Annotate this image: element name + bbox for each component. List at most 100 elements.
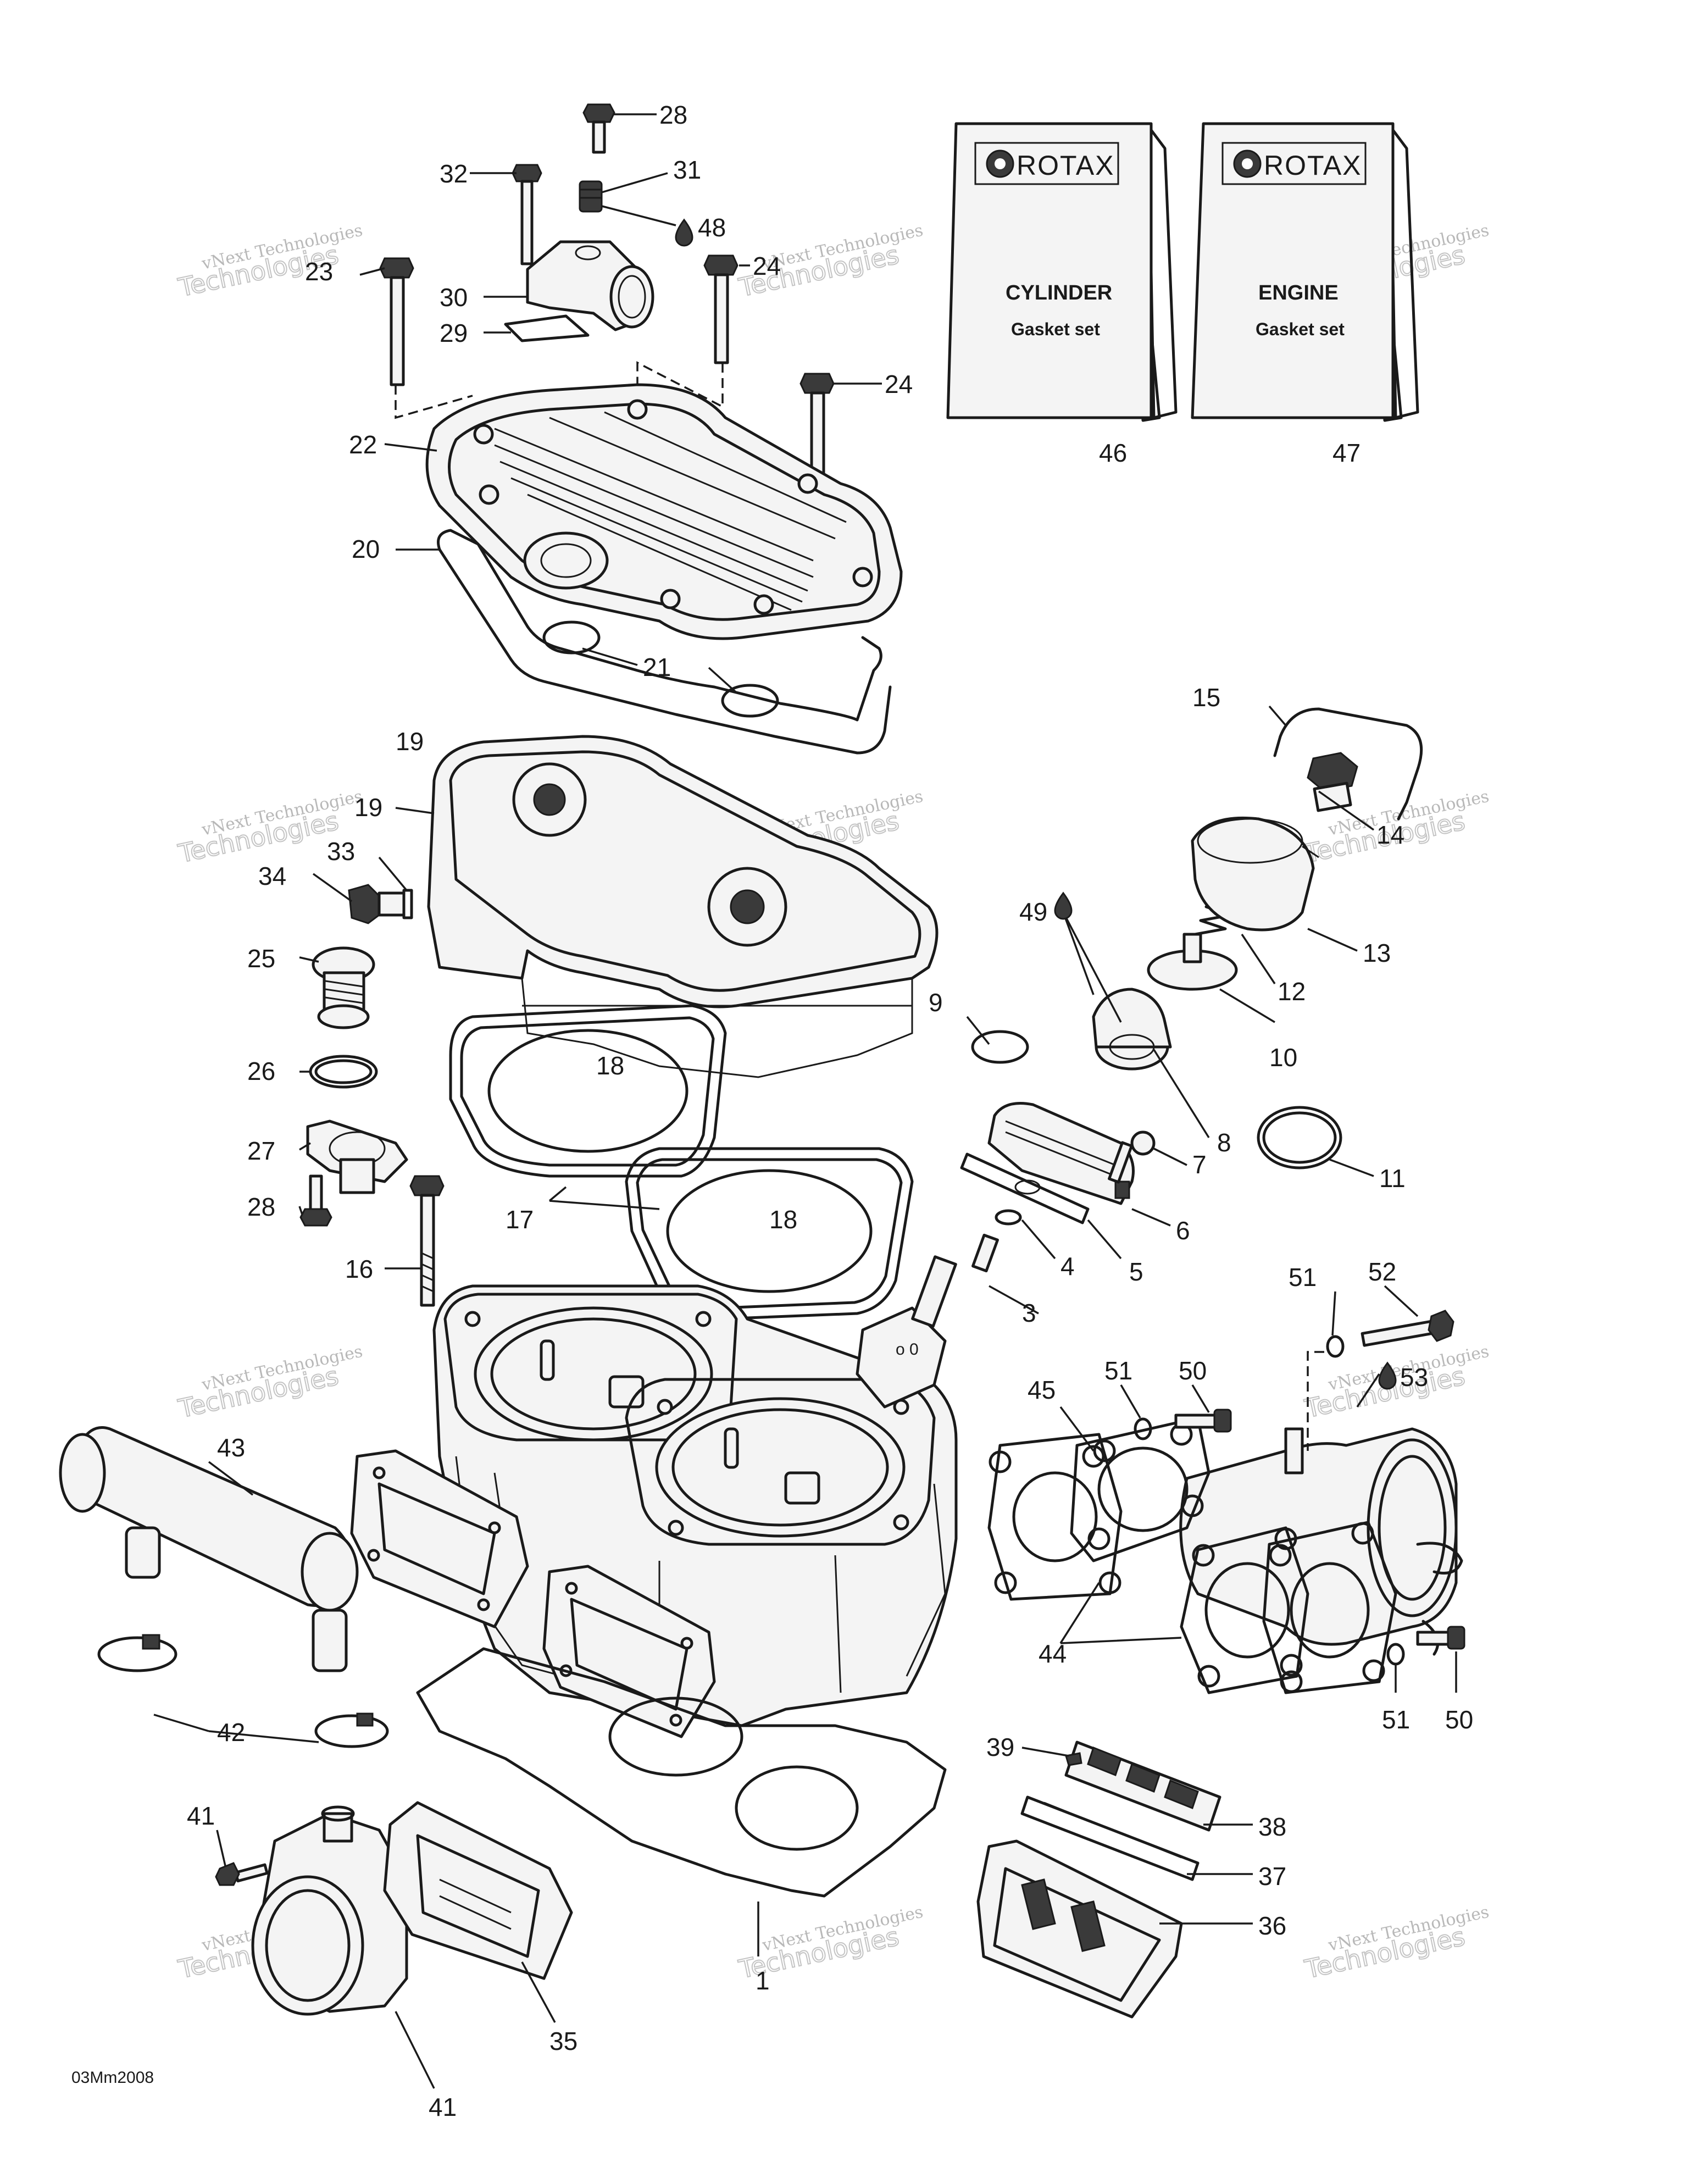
callout-24-a: 24 <box>753 252 781 280</box>
reed-stopper-38 <box>1064 1740 1221 1832</box>
callout-19-a: 19 <box>396 727 424 756</box>
piston-10 <box>1147 933 1238 991</box>
callout-50-a: 50 <box>1179 1356 1207 1385</box>
callout-28-bottom: 28 <box>247 1193 275 1221</box>
o-ring-11 <box>1257 1106 1342 1169</box>
ring-33 <box>402 889 413 919</box>
leader-lines <box>153 113 1457 2089</box>
book-subtitle: Gasket set <box>1011 319 1100 339</box>
callout-36: 36 <box>1258 1911 1286 1940</box>
callout-28-top: 28 <box>659 101 687 129</box>
book-brand: ROTAX <box>1017 150 1115 181</box>
intake-pipe-43 <box>59 1426 359 1672</box>
bolt-52 <box>1361 1310 1454 1347</box>
valve-housing-6 <box>987 1102 1135 1205</box>
callout-37: 37 <box>1258 1862 1286 1891</box>
callout-26: 26 <box>247 1057 275 1085</box>
callout-44: 44 <box>1039 1639 1067 1668</box>
cap-14 <box>1307 752 1358 812</box>
thermostat-25 <box>312 946 375 1029</box>
reed-block-35 <box>383 1801 573 1980</box>
callout-45: 45 <box>1028 1376 1056 1404</box>
callout-39: 39 <box>986 1733 1014 1761</box>
exhaust-manifold <box>1179 1427 1463 1656</box>
callout-52: 52 <box>1368 1257 1396 1286</box>
bolt-16 <box>409 1175 445 1307</box>
callout-8: 8 <box>1217 1128 1231 1157</box>
callout-51-b: 51 <box>1104 1356 1132 1385</box>
screw-7 <box>1108 1130 1156 1184</box>
exhaust-gasket-44-c <box>1262 1521 1397 1694</box>
callout-18-b: 18 <box>769 1205 797 1234</box>
brand-box <box>974 142 1119 185</box>
carburetor-adaptor-41 <box>251 1805 408 2016</box>
cylinder-head-19 <box>427 735 939 1078</box>
callout-48-with-oil-icon: 48 <box>675 213 726 247</box>
callout-41-b: 41 <box>429 2093 457 2121</box>
clamp-42-b <box>314 1712 389 1748</box>
callout-51-c: 51 <box>1382 1705 1410 1734</box>
washer-51-a <box>1134 1417 1152 1440</box>
bolt-50-b <box>1416 1626 1465 1650</box>
callout-29: 29 <box>440 319 468 347</box>
callout-49-with-oil-icon: 49 <box>1019 891 1073 926</box>
cylinder-head-cover-22 <box>425 383 903 640</box>
outlet-elbow-30 <box>526 240 654 331</box>
callout-13: 13 <box>1363 939 1391 967</box>
callout-50-b: 50 <box>1445 1705 1473 1734</box>
spring-clip-15 <box>1279 707 1423 821</box>
book-title: ENGINE <box>1258 281 1339 304</box>
bolt-24-a <box>703 254 738 364</box>
oil-drop-icon <box>1054 891 1073 920</box>
callout-38: 38 <box>1258 1812 1286 1841</box>
nipple-31 <box>579 180 603 213</box>
washer-51-b <box>1326 1335 1345 1358</box>
exhaust-gasket-44-b <box>1180 1526 1309 1694</box>
screw-39 <box>1065 1752 1082 1766</box>
valve-3: o 0 <box>856 1233 999 1409</box>
o-ring-21-b <box>721 684 779 718</box>
callout-42: 42 <box>217 1718 245 1747</box>
callout-labels: 1 3 4 5 6 7 8 9 10 11 12 13 14 15 16 17 … <box>187 101 1473 2121</box>
o-ring-9 <box>971 1030 1029 1064</box>
o-ring-21-a <box>542 620 601 655</box>
reed-block-front <box>350 1449 529 1628</box>
callout-21: 21 <box>643 653 671 681</box>
callout-53-with-oil-icon: 53 <box>1378 1361 1428 1392</box>
callout-19-b: 19 <box>354 793 382 822</box>
book-title: CYLINDER <box>1006 281 1112 304</box>
clamp-42-a <box>97 1634 177 1672</box>
thermostat-cover-27 <box>306 1119 408 1194</box>
screw-41 <box>215 1862 269 1886</box>
svg-text:o 0: o 0 <box>896 1340 919 1359</box>
callout-30: 30 <box>440 283 468 312</box>
callout-12: 12 <box>1278 977 1306 1006</box>
callout-5: 5 <box>1129 1257 1143 1286</box>
callout-48: 48 <box>698 213 726 242</box>
brand-box <box>1221 142 1367 185</box>
callout-33: 33 <box>327 837 355 866</box>
base-gasket-1 <box>416 1647 947 1898</box>
callout-27: 27 <box>247 1137 275 1165</box>
callout-11: 11 <box>1379 1164 1406 1193</box>
o-ring-20 <box>437 529 892 755</box>
bolt-28-bottom <box>299 1174 332 1227</box>
callout-9: 9 <box>929 988 943 1017</box>
callout-47: 47 <box>1332 439 1361 467</box>
gasket-set-book-cylinder: ROTAX CYLINDER Gasket set <box>946 122 1178 422</box>
reed-cage-36 <box>976 1839 1183 2019</box>
gasket-5 <box>960 1152 1090 1224</box>
callout-53: 53 <box>1400 1363 1428 1392</box>
book-subtitle: Gasket set <box>1256 319 1345 339</box>
callout-23: 23 <box>305 257 333 286</box>
callout-35: 35 <box>549 2027 578 2055</box>
gasket-set-book-engine: ROTAX ENGINE Gasket set <box>1191 122 1419 422</box>
reed-block-rear <box>542 1565 716 1738</box>
callout-4: 4 <box>1060 1252 1075 1281</box>
callout-17: 17 <box>506 1205 534 1234</box>
callout-34: 34 <box>258 862 286 890</box>
callout-49: 49 <box>1019 897 1047 926</box>
head-gasket-17-a <box>449 1004 727 1178</box>
washer-4 <box>995 1209 1022 1226</box>
